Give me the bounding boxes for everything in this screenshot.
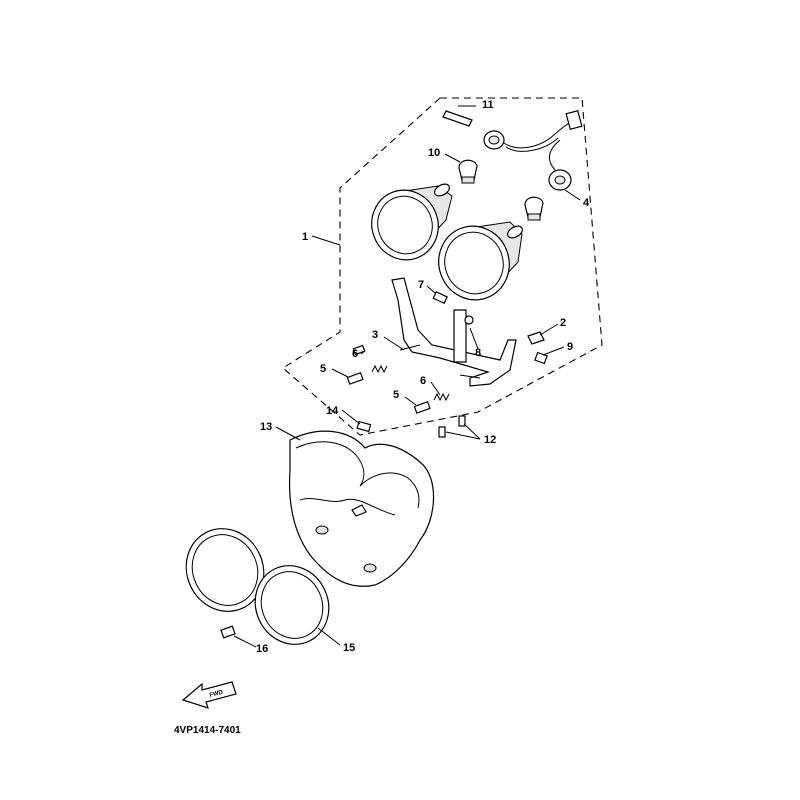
callout-5a: 5 <box>320 363 326 375</box>
bolt-5a-part <box>346 372 364 385</box>
headlight-unit-right <box>438 221 523 301</box>
fwd-arrow-icon: FWD <box>181 681 237 709</box>
leader-lines <box>233 105 581 648</box>
callout-4: 4 <box>583 197 590 209</box>
callout-2: 2 <box>560 317 566 329</box>
callout-6b: 6 <box>420 375 426 387</box>
headlight-cowling-part <box>288 430 435 587</box>
grommet-6-top-part <box>352 344 366 356</box>
headlight-unit-left <box>371 183 453 261</box>
callout-14: 14 <box>326 405 339 417</box>
callout-13: 13 <box>260 421 272 433</box>
assembly-boundary <box>282 97 603 436</box>
callout-6a: 6 <box>352 348 358 360</box>
nut-8-part <box>464 315 474 325</box>
callout-15: 15 <box>343 642 355 654</box>
bulb-wedge-part <box>442 110 473 127</box>
callout-11: 11 <box>482 99 494 111</box>
screw-16-part <box>220 625 236 639</box>
bulb-part-right <box>524 196 544 221</box>
callout-10: 10 <box>428 147 440 159</box>
headlight-rim-part <box>185 528 330 645</box>
bolt-7-part <box>432 291 448 305</box>
callout-1: 1 <box>302 231 308 243</box>
callout-8: 8 <box>475 347 481 359</box>
headlight-bracket-part <box>391 277 517 387</box>
callout-16: 16 <box>256 643 268 655</box>
callout-9: 9 <box>567 341 573 353</box>
bolt-5b-part <box>413 401 431 414</box>
callout-5b: 5 <box>393 389 399 401</box>
callout-12: 12 <box>484 434 496 446</box>
fwd-label: FWD <box>209 689 224 699</box>
spring-6b-part <box>433 392 450 402</box>
screws-12-part <box>438 415 466 438</box>
callout-7: 7 <box>418 279 424 291</box>
diagram-code: 4VP1414-7401 <box>174 725 241 736</box>
screw-14-part <box>356 420 372 433</box>
callout-3: 3 <box>372 329 378 341</box>
socket-cord-part <box>483 109 583 191</box>
spring-6a-part <box>371 364 388 374</box>
bulb-part <box>458 159 478 184</box>
screw-9-part <box>534 351 548 365</box>
